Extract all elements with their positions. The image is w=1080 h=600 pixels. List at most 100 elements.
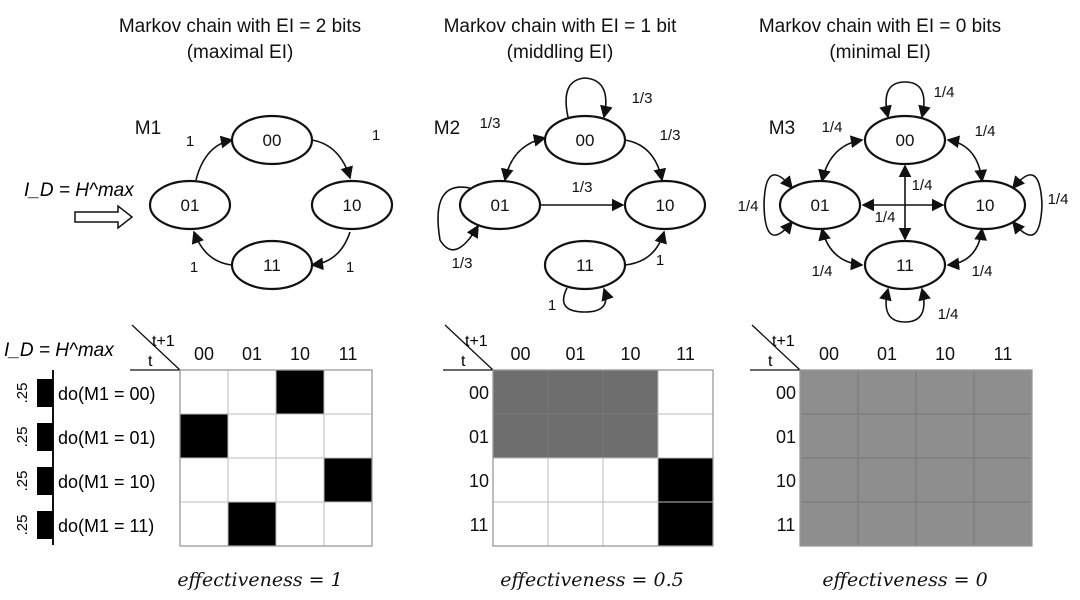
column-header: 11 (994, 344, 1013, 364)
matrix-cell (179, 413, 229, 459)
edge-label: 1/4 (875, 209, 896, 226)
title-m2: Markov chain with EI = 1 bit (444, 16, 678, 37)
node-00: 00 (263, 131, 282, 150)
matrix-cell (275, 413, 325, 459)
intervention-label: I_D = H^max (24, 180, 135, 201)
matrix-cell (179, 501, 229, 547)
markov-graph-m2: M2 00 01 10 11 1/3 1/3 1/3 1/3 1/3 1 1 (434, 77, 707, 314)
row-header: 10 (469, 471, 489, 491)
matrix-cell (179, 457, 229, 503)
matrix-cell (657, 501, 714, 547)
matrix-cell (179, 369, 229, 415)
matrix-cell (547, 369, 604, 415)
node-11: 11 (263, 256, 281, 275)
matrix-cell (323, 501, 373, 547)
probability-bar (37, 467, 53, 495)
edge-label: 1 (346, 259, 354, 276)
probability-label: .25 (14, 383, 31, 404)
matrix-cell (275, 501, 325, 547)
axis-t-label: t (148, 353, 153, 370)
probability-label: .25 (14, 515, 31, 536)
matrix-cell (657, 413, 714, 459)
matrix-cell (915, 501, 975, 547)
intervention-label-table: I_D = H^max (4, 340, 115, 361)
matrix-cell (602, 457, 659, 503)
matrix-cell (227, 369, 277, 415)
axis-t-label: t (768, 353, 773, 370)
matrix-cell (323, 457, 373, 503)
matrix-cell (799, 501, 859, 547)
node-11: 11 (576, 256, 594, 275)
effectiveness-m1: effectiveness = 1 (177, 569, 342, 591)
matrix-cell (492, 369, 549, 415)
subtitle-m3: (minimal EI) (829, 42, 930, 63)
row-header: 10 (776, 471, 796, 491)
model-label-m3: M3 (769, 118, 795, 139)
effectiveness-m3: effectiveness = 0 (822, 569, 987, 591)
axis-t1-label: t+1 (465, 333, 488, 350)
edge-label: 1/4 (912, 177, 933, 194)
node-10: 10 (656, 196, 675, 215)
matrix-cell (857, 413, 917, 459)
matrix-cell (857, 457, 917, 503)
matrix-cell (547, 413, 604, 459)
row-header: 00 (469, 383, 489, 403)
matrix-cell (492, 413, 549, 459)
matrix-cell (857, 501, 917, 547)
matrix-cell (227, 413, 277, 459)
column-header: 10 (935, 344, 955, 364)
matrix-cell (973, 457, 1033, 503)
model-label-m1: M1 (135, 118, 161, 139)
matrix-cell (799, 413, 859, 459)
edge-label: 1/4 (934, 84, 955, 101)
intervention-row-label: do(M1 = 10) (58, 472, 156, 492)
axis-t1-label: t+1 (152, 333, 175, 350)
matrix-cell (323, 369, 373, 415)
probability-bar (37, 423, 53, 451)
edge-label: 1/4 (1048, 191, 1069, 208)
node-01: 01 (811, 196, 830, 215)
edge-label: 1/4 (812, 263, 833, 280)
matrix-cell (602, 369, 659, 415)
matrix-cell (915, 413, 975, 459)
edge-label: 1/3 (632, 90, 653, 107)
title-m1: Markov chain with EI = 2 bits (119, 16, 361, 37)
edge-label: 1/3 (660, 127, 681, 144)
matrix-cell (799, 457, 859, 503)
title-m3: Markov chain with EI = 0 bits (759, 16, 1001, 37)
column-header: 01 (565, 344, 585, 364)
edge-label: 1/3 (572, 179, 593, 196)
column-header: 00 (510, 344, 530, 364)
matrix-cell (915, 369, 975, 415)
matrix-cell (602, 501, 659, 547)
column-header: 10 (620, 344, 640, 364)
edge-label: 1 (190, 259, 198, 276)
matrix-cell (915, 457, 975, 503)
matrix-cell (657, 369, 714, 415)
matrix-cell (547, 501, 604, 547)
probability-label: .25 (14, 427, 31, 448)
intervention-row-label: do(M1 = 11) (58, 516, 154, 536)
axis-t1-label: t+1 (772, 333, 795, 350)
node-10: 10 (343, 196, 362, 215)
matrix-cell (227, 457, 277, 503)
edge-label: 1/4 (975, 123, 996, 140)
probability-bar (37, 511, 53, 539)
probability-bar (37, 379, 53, 407)
column-header: 01 (877, 344, 897, 364)
markov-graph-m3: M3 00 01 10 11 1/4 1/4 1/4 1/4 1/4 1/4 1… (738, 81, 1069, 323)
row-header: 01 (469, 427, 489, 447)
matrix-cell (857, 369, 917, 415)
model-label-m2: M2 (434, 118, 460, 139)
matrix-cell (657, 457, 714, 503)
subtitle-m2: (middling EI) (507, 42, 614, 63)
matrix-cell (799, 369, 859, 415)
matrix-cell (227, 501, 277, 547)
edge-label: 1 (186, 133, 194, 150)
matrix-cell (973, 501, 1033, 547)
row-header: 11 (777, 515, 796, 535)
